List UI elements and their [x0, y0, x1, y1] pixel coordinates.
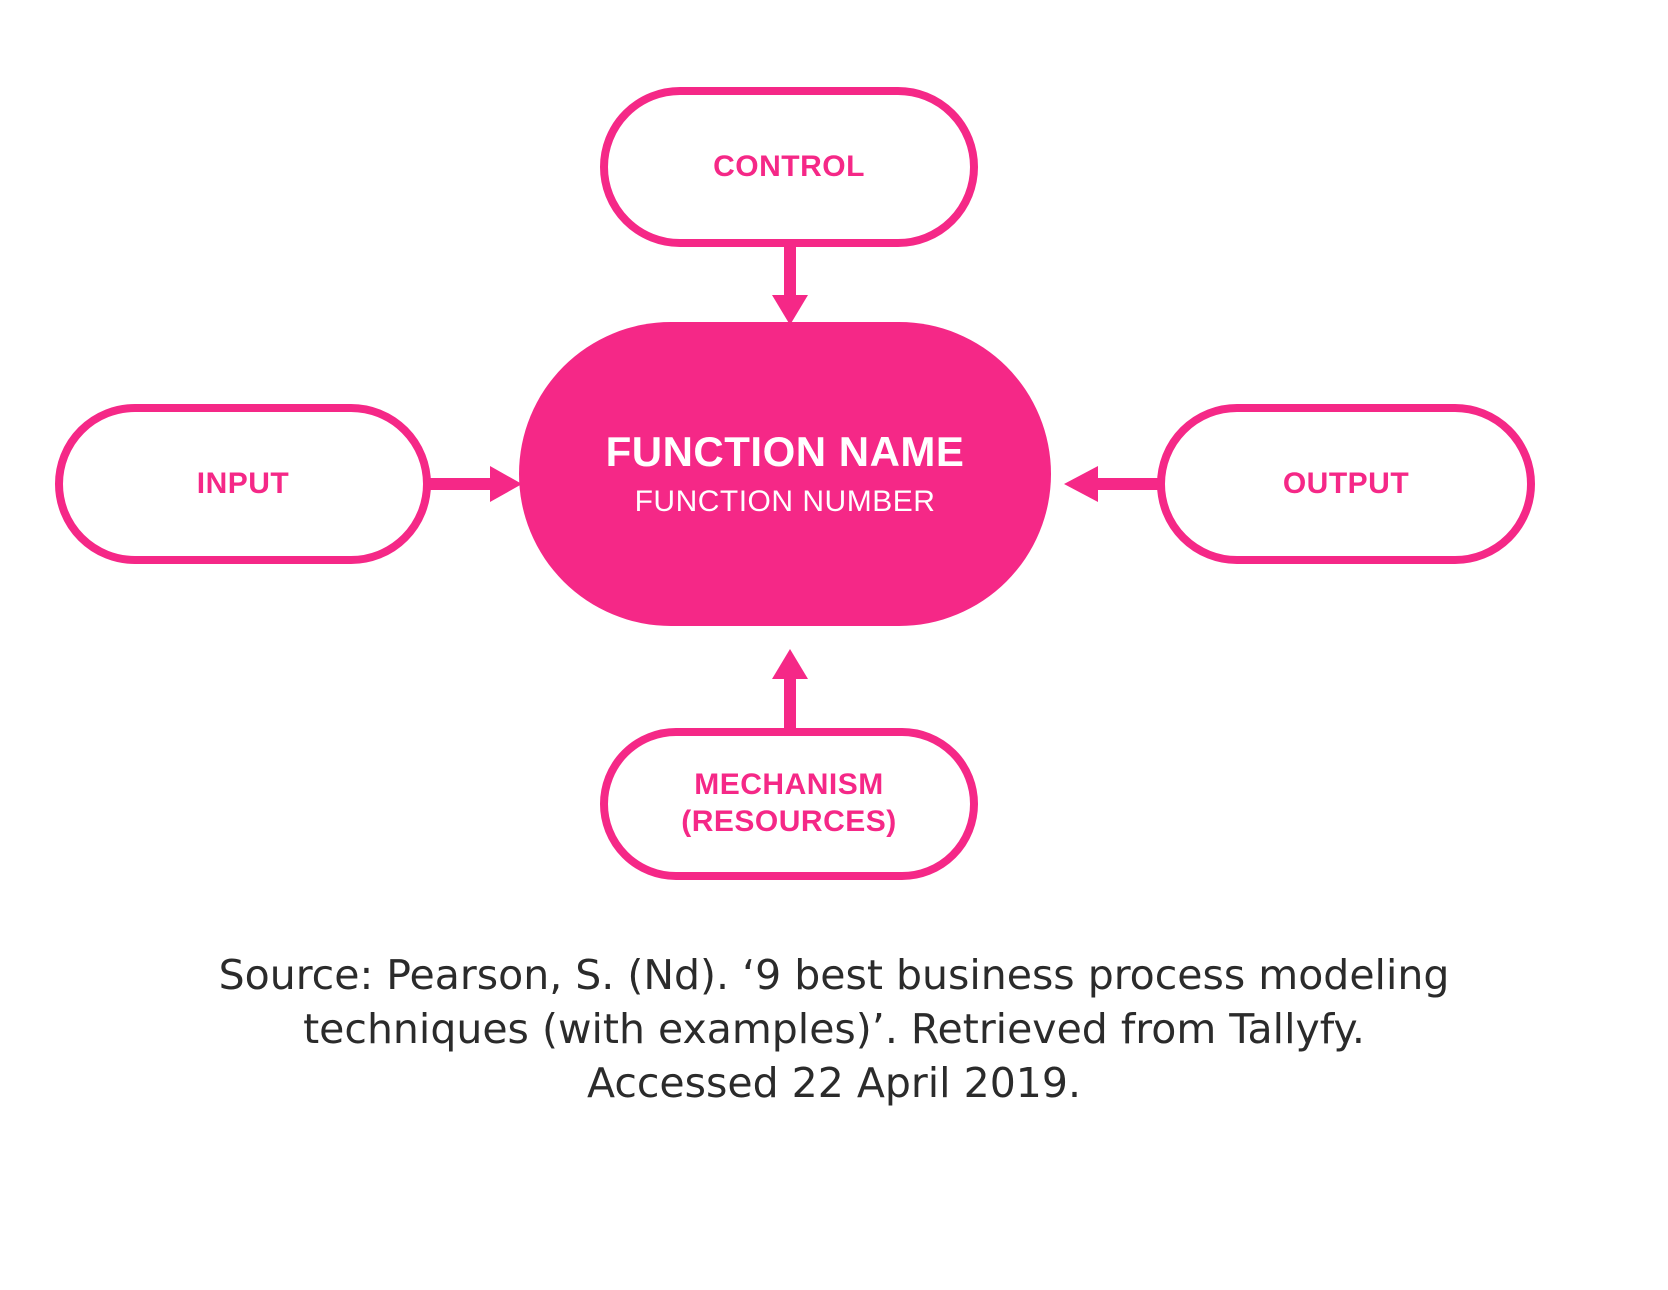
- arrow-control-to-function-icon: [768, 247, 812, 327]
- arrow-mechanism-to-function-icon: [768, 645, 812, 735]
- node-mechanism[interactable]: MECHANISM (RESOURCES): [600, 728, 978, 880]
- arrow-input-to-function-icon: [428, 462, 524, 506]
- node-input-label: INPUT: [196, 466, 290, 500]
- node-input[interactable]: INPUT: [55, 404, 431, 564]
- node-output[interactable]: OUTPUT: [1157, 404, 1535, 564]
- caption-line-2: techniques (with examples)’. Retrieved f…: [303, 1005, 1365, 1054]
- node-control-label: CONTROL: [713, 149, 865, 183]
- caption-line-3: Accessed 22 April 2019.: [587, 1059, 1081, 1108]
- arrow-output-to-function-icon: [1062, 462, 1160, 506]
- node-output-label: OUTPUT: [1282, 466, 1410, 500]
- function-number-text: FUNCTION NUMBER: [634, 485, 936, 519]
- caption-line-1: Source: Pearson, S. (Nd). ‘9 best busine…: [218, 951, 1450, 999]
- source-caption: Source: Pearson, S. (Nd). ‘9 best busine…: [0, 948, 1668, 1110]
- node-mechanism-label: MECHANISM (RESOURCES): [681, 768, 897, 838]
- node-function-center[interactable]: FUNCTION NAME FUNCTION NUMBER: [519, 322, 1051, 626]
- function-name-text: FUNCTION NAME: [605, 428, 965, 476]
- node-control[interactable]: CONTROL: [600, 87, 978, 247]
